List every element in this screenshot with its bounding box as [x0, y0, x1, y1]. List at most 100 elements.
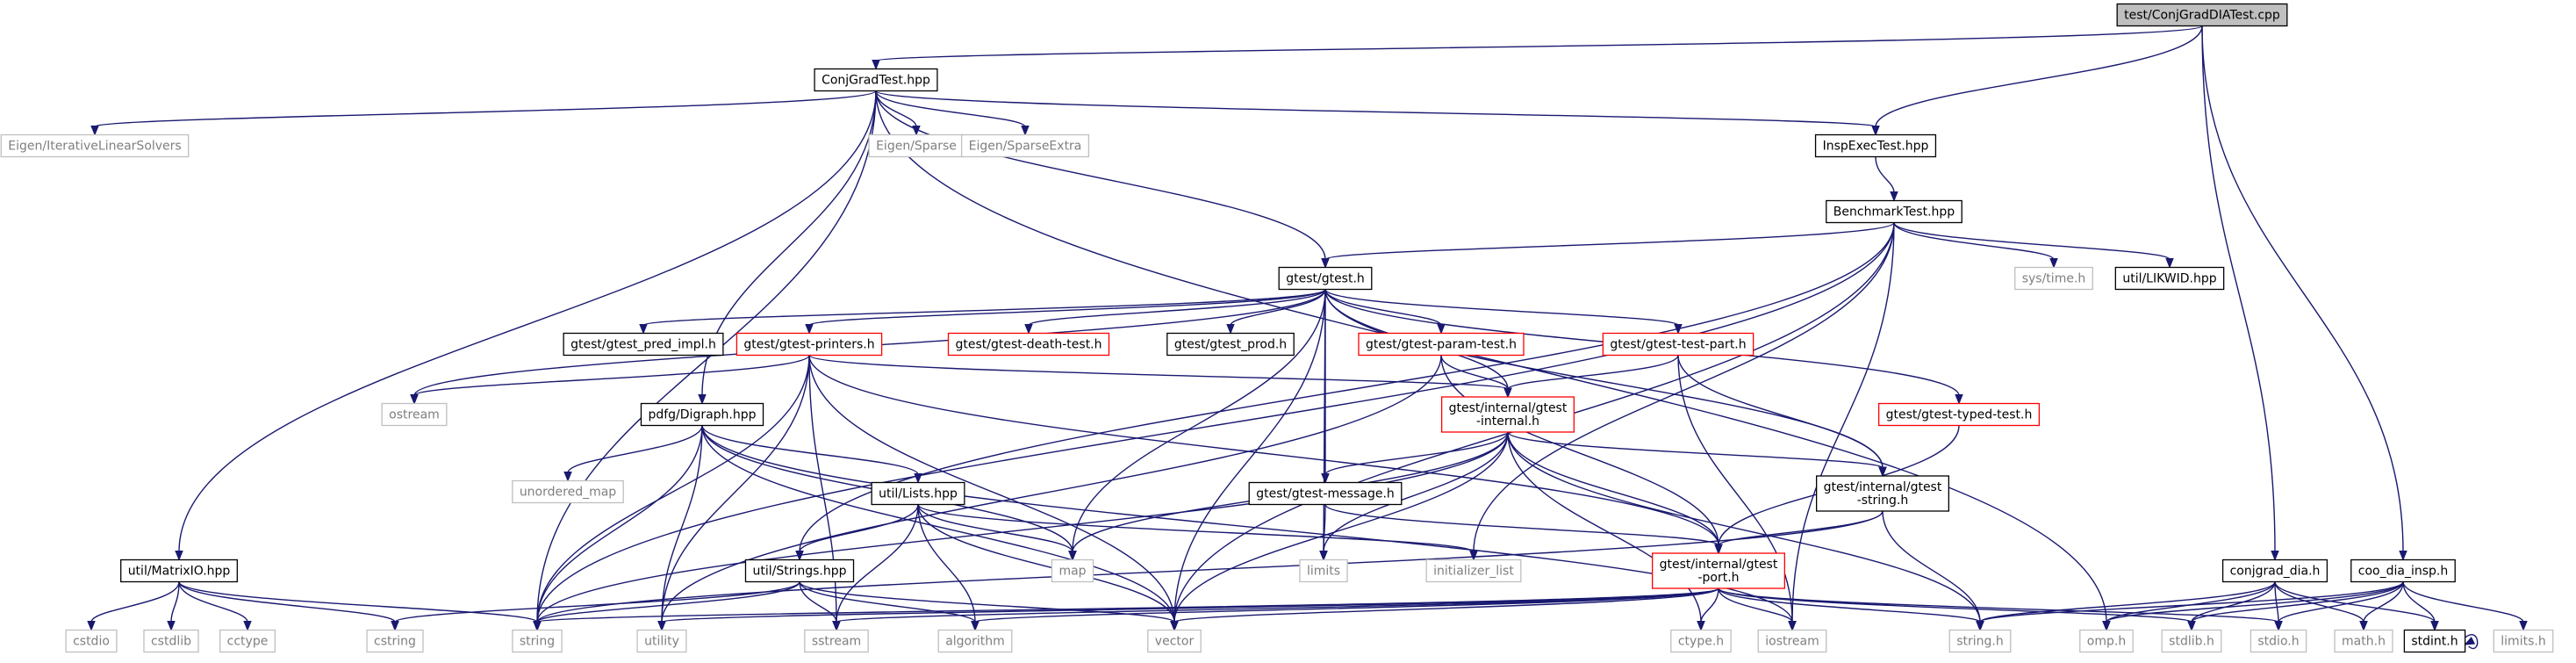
edge-line — [836, 587, 1719, 623]
edge-root-to-cgt — [872, 25, 2203, 70]
node-label: ctype.h — [1678, 635, 1724, 649]
node-label: cctype — [227, 635, 269, 649]
node-dig[interactable]: pdfg/Digraph.hpp — [640, 402, 764, 427]
node-gt[interactable]: gtest/gtest.h — [1278, 266, 1373, 291]
node-gpr[interactable]: gtest/gtest-printers.h — [735, 332, 883, 357]
node-gmsg[interactable]: gtest/gtest-message.h — [1248, 481, 1403, 506]
edge-line — [1230, 289, 1326, 326]
node-label: InspExecTest.hpp — [1823, 140, 1929, 154]
edge-line — [2201, 25, 2276, 552]
edge-arrowhead — [1068, 551, 1077, 561]
edge-line — [178, 581, 248, 623]
edge-gpr-to-gip — [808, 355, 1723, 555]
node-label: Eigen/SparseExtra — [969, 140, 1082, 154]
node-label: map — [1058, 565, 1086, 579]
edge-line — [1677, 355, 1793, 623]
node-cgd[interactable]: conjgrad_dia.h — [2221, 559, 2328, 583]
node-label: omp.h — [2087, 635, 2126, 649]
edge-arrowhead — [914, 473, 922, 484]
node-gii[interactable]: gtest/internal/gtest-internal.h — [1440, 396, 1575, 433]
node-lik[interactable]: util/LIKWID.hpp — [2114, 266, 2225, 291]
edge-line — [536, 222, 1895, 623]
edge-arrowhead — [563, 472, 572, 482]
node-box — [65, 629, 118, 653]
edge-arrowhead — [2359, 621, 2368, 631]
edge-arrowhead — [971, 621, 979, 631]
edge-line — [1507, 431, 1884, 469]
edge-bt-to-gt — [1321, 221, 1895, 269]
node-box — [512, 479, 624, 504]
node-bt[interactable]: BenchmarkTest.hpp — [1826, 199, 1962, 224]
node-initl: initializer_list — [1425, 559, 1522, 583]
node-lists[interactable]: util/Lists.hpp — [871, 481, 965, 506]
edge-line — [875, 90, 1326, 260]
node-label: gtest/gtest_prod.h — [1174, 338, 1287, 352]
edge-line — [2278, 581, 2404, 623]
node-stdlibh: stdlib.h — [2161, 629, 2222, 653]
node-label: sys/time.h — [2022, 272, 2086, 286]
node-gprod[interactable]: gtest/gtest_prod.h — [1166, 332, 1295, 357]
node-box — [1051, 559, 1094, 583]
node-gpi[interactable]: gtest/gtest_pred_impl.h — [563, 332, 724, 357]
edge-dig-to-umap — [563, 425, 703, 482]
edge-arrowhead — [795, 551, 804, 561]
edge-line — [1718, 587, 2279, 623]
edge-arrowhead — [1955, 394, 1963, 405]
node-mio[interactable]: util/MatrixIO.hpp — [120, 559, 238, 583]
edge-line — [1323, 504, 1326, 552]
edge-bt-to-lik — [1893, 222, 2174, 269]
edge-line — [2191, 581, 2276, 623]
edge-gpr-to-ostream — [410, 354, 810, 405]
edge-line — [536, 581, 800, 623]
node-gtp[interactable]: gtest/gtest-test-part.h — [1602, 332, 1754, 357]
edge-line — [1700, 587, 1719, 623]
node-label: gtest/internal/gtest — [1449, 401, 1568, 415]
edge-line — [2363, 581, 2404, 623]
edge-gip-to-iostream — [1718, 587, 1797, 631]
node-stdinth[interactable]: stdint.h — [2403, 629, 2466, 653]
edge-arrowhead — [410, 394, 419, 405]
node-box — [735, 332, 883, 357]
edge-line — [1173, 431, 1509, 623]
node-box — [143, 629, 199, 653]
node-gip[interactable]: gtest/internal/gtest-port.h — [1651, 552, 1786, 589]
node-algorithm: algorithm — [937, 629, 1013, 653]
edge-root-to-cgd — [2201, 25, 2279, 561]
node-gtt[interactable]: gtest/gtest-typed-test.h — [1877, 402, 2041, 427]
node-label: gtest/gtest-death-test.h — [955, 338, 1101, 352]
edge-gpr-to-vector — [808, 355, 1179, 631]
node-box — [0, 133, 190, 158]
node-iet[interactable]: InspExecTest.hpp — [1814, 133, 1937, 158]
edge-arrowhead — [639, 324, 648, 335]
edge-strs-to-vector — [799, 580, 1179, 631]
node-gis[interactable]: gtest/internal/gtest-string.h — [1815, 475, 1950, 512]
node-map: map — [1051, 559, 1094, 583]
node-gdt[interactable]: gtest/gtest-death-test.h — [947, 332, 1110, 357]
node-label: algorithm — [945, 635, 1005, 649]
node-label: limits.h — [2501, 635, 2545, 649]
edge-cgd-to-stdinth — [2274, 581, 2439, 631]
edge-gt-to-gpr — [805, 288, 1326, 335]
node-box — [2334, 629, 2393, 653]
edge-arrowhead — [1890, 191, 1898, 202]
node-strs[interactable]: util/Strings.hpp — [744, 559, 855, 583]
node-label: BenchmarkTest.hpp — [1833, 205, 1955, 220]
node-cstdlib: cstdlib — [143, 629, 199, 653]
node-gpt[interactable]: gtest/gtest-param-test.h — [1358, 332, 1525, 357]
edge-arrowhead — [1714, 544, 1723, 555]
node-stdioh: stdio.h — [2250, 629, 2307, 653]
edge-gt-to-gdt — [1024, 289, 1326, 335]
node-sstream: sstream — [804, 629, 869, 653]
node-cdi[interactable]: coo_dia_insp.h — [2350, 559, 2456, 583]
node-root[interactable]: test/ConjGradDIATest.cpp — [2116, 3, 2288, 27]
edge-line — [1324, 503, 1719, 546]
edge-line — [2106, 581, 2404, 623]
node-cgt[interactable]: ConjGradTest.hpp — [814, 68, 938, 92]
node-omph: omp.h — [2079, 629, 2134, 653]
edge-arrowhead — [90, 126, 99, 136]
edge-dig-to-lists — [701, 425, 922, 484]
node-label: coo_dia_insp.h — [2358, 565, 2448, 579]
node-box — [871, 481, 965, 506]
edge-arrowhead — [1871, 126, 1880, 136]
edge-arrowhead — [533, 621, 542, 631]
